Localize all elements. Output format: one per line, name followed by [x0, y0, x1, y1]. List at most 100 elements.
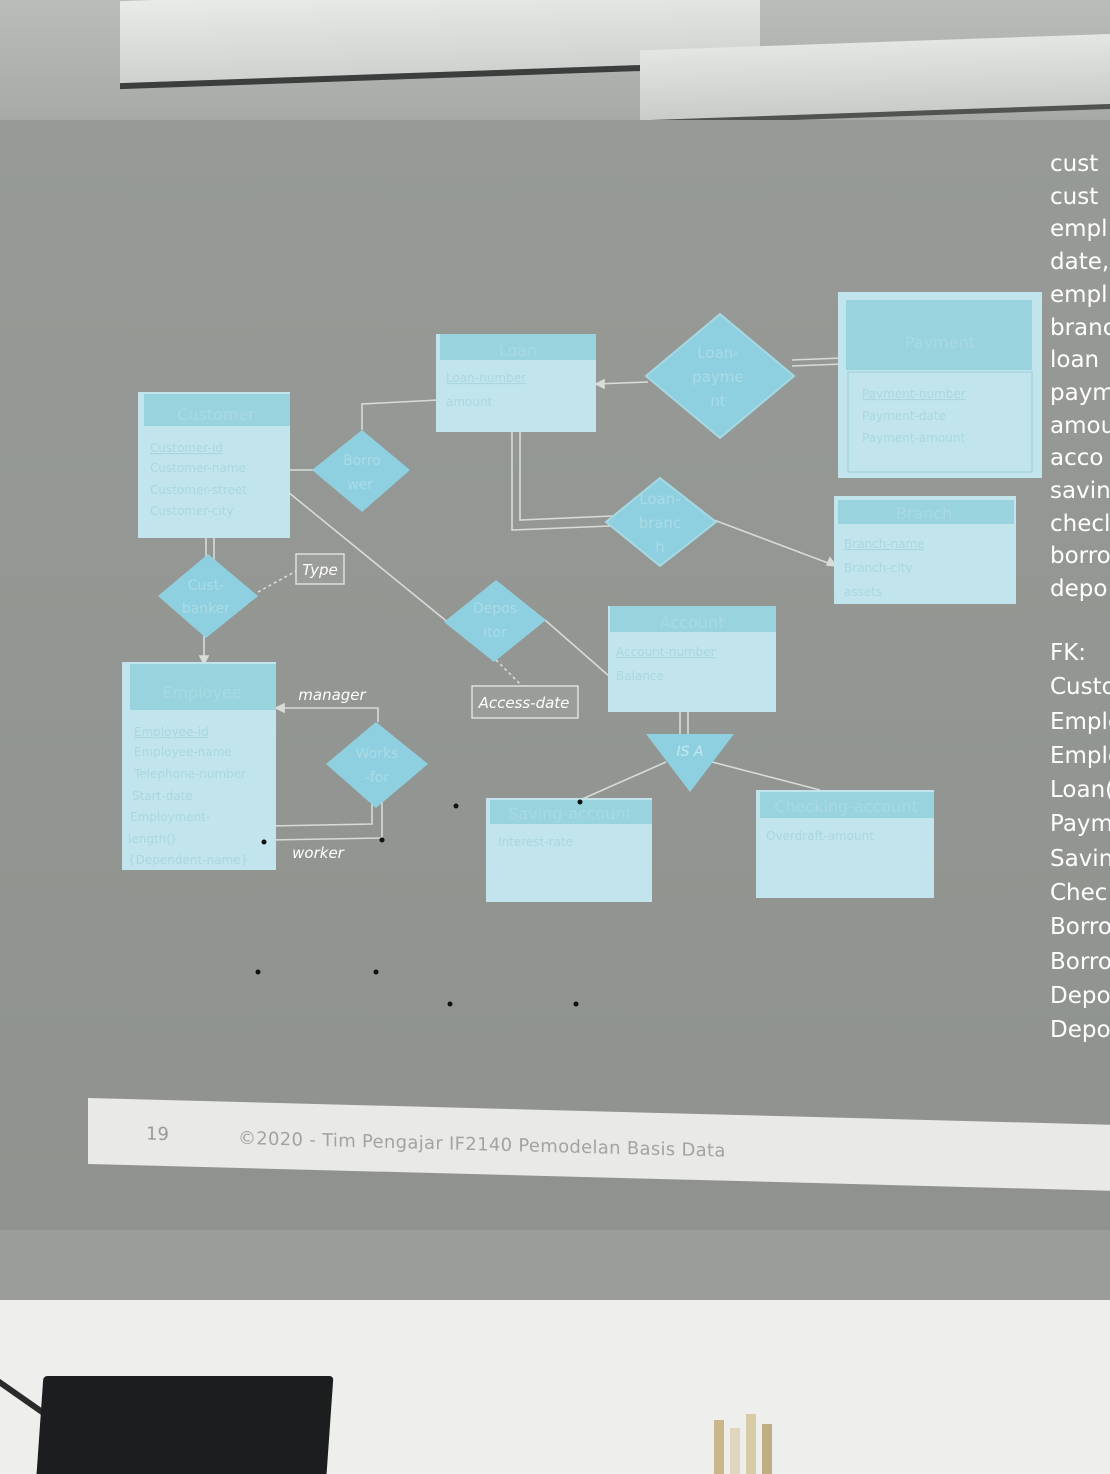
right-text-line: empl: [1050, 216, 1108, 243]
fk-list: FK: Custo Emplo Emplo Loan( Paym Savin C…: [1050, 636, 1110, 1048]
attr: Employment-: [130, 810, 210, 824]
fk-line: Chec: [1050, 880, 1108, 907]
entity-saving-account: Saving-account Interest-rate: [486, 798, 652, 902]
attribute-type: Type: [295, 553, 345, 585]
right-text-line: branc: [1050, 314, 1110, 341]
attr-primary-key: Account-number: [616, 645, 716, 659]
svg-text:Loan-: Loan-: [697, 344, 738, 362]
right-text-line: cust: [1050, 151, 1099, 177]
svg-text:Depos: Depos: [473, 601, 517, 617]
attr: amount: [446, 395, 493, 409]
entity-title: Account: [660, 613, 725, 632]
role-label-worker: worker: [292, 844, 345, 862]
entity-title: Branch: [896, 504, 952, 523]
svg-text:Type: Type: [302, 561, 338, 579]
entity-account: Account Account-number Balance: [608, 606, 776, 712]
fk-line: Paym: [1050, 811, 1110, 838]
footer-text: ©2020 - Tim Pengajar IF2140 Pemodelan Ba…: [238, 1127, 726, 1162]
role-label-manager: manager: [298, 686, 366, 704]
fk-line: Savin: [1050, 845, 1110, 872]
right-text-line: loan: [1050, 347, 1100, 374]
entity-title: Employee: [162, 683, 241, 702]
entity-title: Checking-account: [774, 797, 917, 816]
attr: Customer-street: [150, 483, 247, 497]
right-text-list: cust cust empl date, empl branc loan pay…: [1050, 148, 1110, 606]
relationship-depositor: Depos itor: [444, 580, 546, 662]
svg-text:nt: nt: [710, 392, 726, 410]
relationship-cust-banker: Cust- banker: [158, 554, 258, 638]
fk-line: Custo: [1050, 674, 1110, 701]
entity-branch: Branch Branch-name Branch-city assets: [834, 496, 1016, 604]
attribute-access-date: Access-date: [471, 685, 579, 719]
right-text-line: savin: [1050, 478, 1110, 505]
isa-triangle: IS A: [646, 734, 734, 792]
entity-employee: Employee Employee-id Employee-name Telep…: [122, 662, 276, 870]
projector-dots: [255, 799, 583, 1007]
right-text-line: empl: [1050, 281, 1108, 308]
svg-text:branc: branc: [639, 514, 682, 532]
entity-payment: Payment Payment-number Payment-date Paym…: [838, 292, 1042, 478]
svg-text:payme: payme: [692, 368, 743, 386]
entity-checking-account: Checking-account Overdraft-amount: [756, 790, 934, 898]
attr: Telephone-number: [133, 767, 246, 781]
attr: Payment-amount: [862, 431, 965, 445]
svg-text:Access-date: Access-date: [478, 694, 570, 712]
fk-line: Depo: [1050, 1017, 1110, 1044]
fk-line: Borro: [1050, 948, 1110, 975]
attr: Customer-name: [150, 461, 246, 475]
right-text-line: amou: [1050, 412, 1110, 439]
right-text-line: checl: [1050, 510, 1110, 537]
right-text-line: depo: [1050, 576, 1108, 603]
relationship-borrower: Borro wer: [312, 430, 410, 512]
right-text-line: borro: [1050, 543, 1110, 570]
entity-loan: Loan Loan-number amount: [436, 334, 596, 432]
fk-line: Emplo: [1050, 708, 1110, 735]
desk-object: [714, 1414, 772, 1474]
laptop: [36, 1376, 334, 1474]
svg-text:Loan-: Loan-: [639, 490, 680, 508]
attr: Employee-name: [134, 745, 232, 759]
connector-lines: [198, 357, 843, 841]
attr: length(): [128, 832, 176, 846]
attr: Customer-city: [150, 504, 234, 518]
fk-line: Depo: [1050, 982, 1110, 1009]
attr: Balance: [616, 669, 664, 683]
svg-text:banker: banker: [182, 601, 231, 617]
right-text-line: date,: [1050, 249, 1110, 276]
svg-text:Borro: Borro: [343, 453, 381, 469]
attr: Start-date: [132, 789, 193, 803]
attr: Overdraft-amount: [766, 829, 874, 843]
attr: Interest-rate: [498, 835, 573, 849]
attr-primary-key: Branch-name: [844, 537, 925, 551]
right-text-line: acco: [1050, 445, 1104, 472]
entity-title: Customer: [177, 405, 255, 424]
svg-text:Cust-: Cust-: [188, 578, 224, 594]
attr-primary-key: Customer-id: [150, 441, 223, 455]
relationship-works-for: Works -for: [326, 722, 428, 808]
arrow-head-loan: [594, 378, 605, 390]
right-text-line: cust: [1050, 183, 1099, 210]
right-text-line: paym: [1050, 379, 1110, 406]
fk-line: Emplo: [1050, 742, 1110, 769]
relationship-loan-payment: Loan- payme nt: [644, 312, 796, 440]
entity-title: Loan: [499, 341, 537, 360]
svg-text:itor: itor: [483, 625, 507, 641]
svg-text:-for: -for: [365, 770, 390, 786]
svg-text:wer: wer: [347, 477, 373, 493]
attr: Branch-city: [844, 561, 912, 575]
entity-title: Saving-account: [508, 804, 632, 823]
svg-text:IS A: IS A: [676, 744, 703, 760]
relationship-loan-branch: Loan- branc h: [604, 476, 718, 568]
fk-line: Loan(: [1050, 777, 1110, 804]
attr: Payment-date: [862, 409, 946, 423]
attr: {Dependent-name}: [128, 853, 248, 867]
svg-text:Works: Works: [356, 746, 399, 762]
page-number: 19: [146, 1123, 169, 1146]
fk-header: FK:: [1050, 640, 1087, 666]
attr-primary-key: Employee-id: [134, 725, 209, 739]
svg-text:h: h: [655, 538, 665, 556]
attr-primary-key: Loan-number: [446, 371, 526, 385]
attr: assets: [844, 585, 882, 599]
er-diagram: Customer Customer-id Customer-name Custo…: [122, 292, 1042, 1007]
fk-line: Borro: [1050, 914, 1110, 941]
